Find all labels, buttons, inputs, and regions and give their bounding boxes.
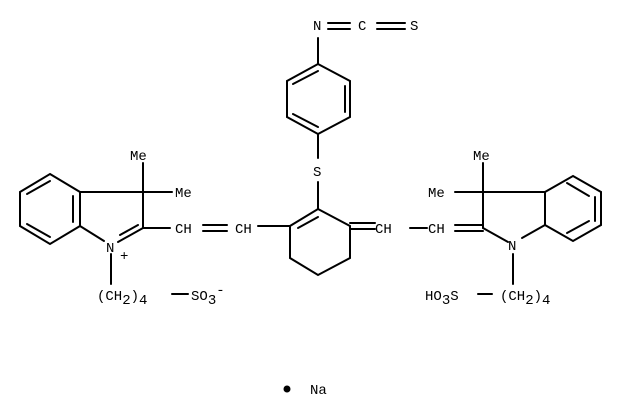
left-vinyl <box>142 224 228 232</box>
right-indoline <box>454 162 602 295</box>
right-linker: (CH2)4 <box>500 289 550 309</box>
right-sulfonic-acid: HO3S <box>425 289 459 309</box>
left-vinyl-ch-2: CH <box>235 222 252 238</box>
left-sulfonate: SO3- <box>191 283 225 309</box>
right-methyl-1: Me <box>473 149 490 165</box>
right-vinyl-ch-1: CH <box>375 222 392 238</box>
left-vinyl-ch-1: CH <box>175 222 192 238</box>
left-indolium <box>19 162 189 295</box>
right-vinyl <box>409 224 484 232</box>
atom-n-isothiocyanate: N <box>313 19 321 35</box>
salt-dot <box>283 385 291 393</box>
right-vinyl-ch-2: CH <box>428 222 445 238</box>
left-methyl-2: Me <box>175 186 192 202</box>
right-atom-n: N <box>508 239 516 255</box>
atom-s-isothiocyanate: S <box>410 19 418 35</box>
left-methyl-1: Me <box>130 149 147 165</box>
counterion-sodium: Na <box>310 383 327 399</box>
right-methyl-2: Me <box>428 186 445 202</box>
isothiocyanate-group <box>317 22 406 65</box>
phenyl-ring <box>286 62 351 210</box>
left-linker: (CH2)4 <box>97 289 147 309</box>
left-atom-n: N <box>106 241 114 257</box>
atom-s-thioether: S <box>313 165 321 181</box>
left-positive-charge: + <box>120 249 128 265</box>
atom-c-isothiocyanate: C <box>358 19 366 35</box>
cyclohexene-ring <box>257 207 376 277</box>
